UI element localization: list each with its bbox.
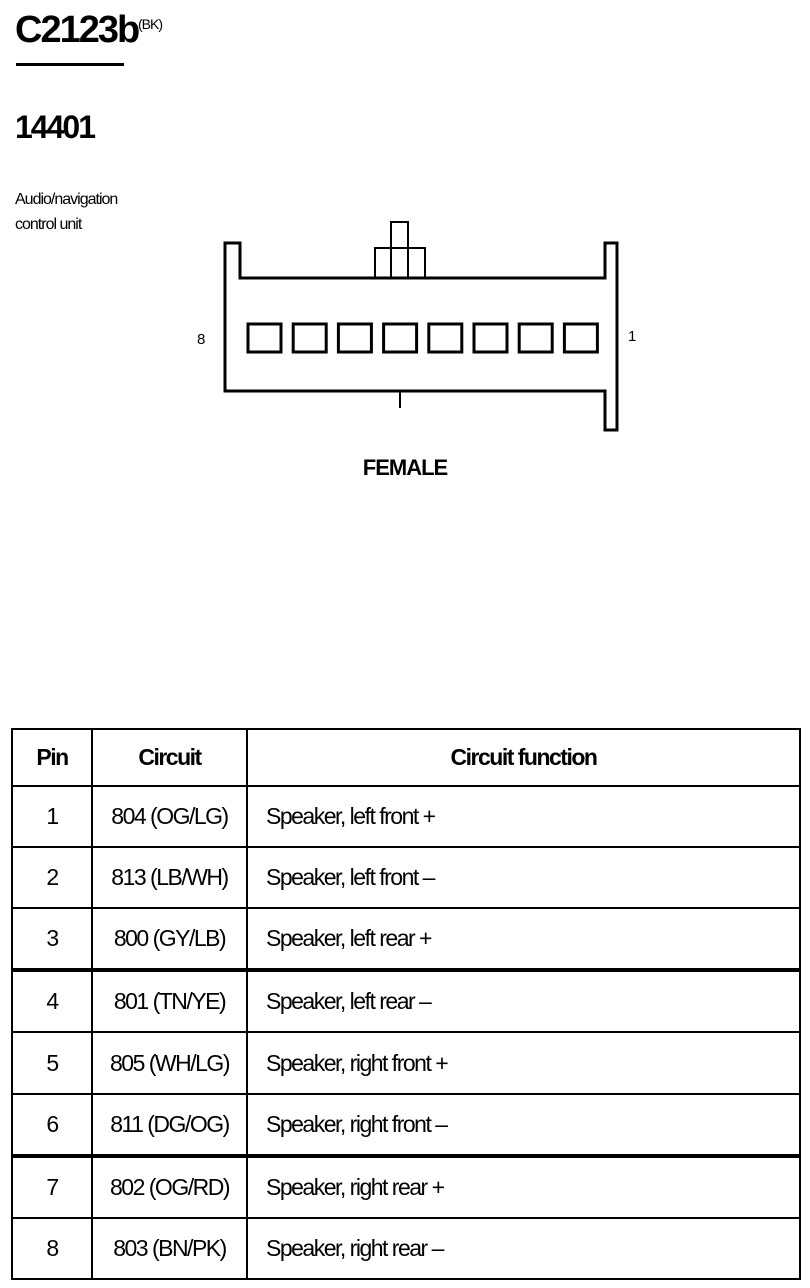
cell-function: Speaker, right rear + bbox=[246, 1153, 801, 1219]
cell-pin: 2 bbox=[11, 846, 93, 910]
cell-function: Speaker, left rear – bbox=[246, 968, 801, 1034]
component-name-line-1: Audio/navigation bbox=[15, 191, 118, 208]
connector-housing-outline bbox=[223, 241, 619, 432]
cell-pin: 1 bbox=[11, 784, 93, 849]
component-name: Audio/navigation control unit bbox=[15, 187, 155, 237]
table-row: 4 801 (TN/YE) Speaker, left rear – bbox=[11, 968, 801, 1034]
connector-face-diagram bbox=[223, 221, 619, 432]
cell-circuit: 804 (OG/LG) bbox=[91, 784, 248, 849]
pin-label-8: 8 bbox=[197, 331, 206, 348]
header-circuit-function: Circuit function bbox=[246, 728, 801, 787]
table-row: 3 800 (GY/LB) Speaker, left rear + bbox=[11, 907, 801, 972]
cell-circuit: 813 (LB/WH) bbox=[91, 846, 248, 910]
cell-circuit: 802 (OG/RD) bbox=[91, 1153, 248, 1219]
cell-circuit: 800 (GY/LB) bbox=[91, 907, 248, 972]
cell-circuit: 811 (DG/OG) bbox=[91, 1092, 248, 1157]
table-header-row: Pin Circuit Circuit function bbox=[11, 728, 801, 787]
cell-circuit: 801 (TN/YE) bbox=[91, 968, 248, 1034]
cell-function: Speaker, left front – bbox=[246, 846, 801, 910]
cell-circuit: 803 (BN/PK) bbox=[91, 1216, 248, 1281]
connector-gender-label: FEMALE bbox=[362, 455, 448, 480]
cell-pin: 8 bbox=[11, 1216, 93, 1281]
pin-cavity-6 bbox=[336, 322, 373, 354]
locking-tab bbox=[374, 221, 426, 279]
pin-cavity-8 bbox=[246, 322, 283, 354]
pin-cavity-4 bbox=[427, 322, 464, 354]
table-row: 6 811 (DG/OG) Speaker, right front – bbox=[11, 1092, 801, 1157]
pin-cavity-2 bbox=[517, 322, 554, 354]
pinout-table: Pin Circuit Circuit function 1 804 (OG/L… bbox=[11, 728, 801, 1281]
table-row: 5 805 (WH/LG) Speaker, right front + bbox=[11, 1031, 801, 1095]
cell-function: Speaker, left rear + bbox=[246, 907, 801, 972]
pin-cavity-7 bbox=[291, 322, 328, 354]
table-row: 1 804 (OG/LG) Speaker, left front + bbox=[11, 784, 801, 849]
header-pin: Pin bbox=[11, 728, 93, 787]
part-number: 14401 bbox=[15, 109, 96, 145]
table-row: 7 802 (OG/RD) Speaker, right rear + bbox=[11, 1153, 801, 1219]
cell-pin: 5 bbox=[11, 1031, 93, 1095]
cell-function: Speaker, right front + bbox=[246, 1031, 801, 1095]
header-circuit: Circuit bbox=[91, 728, 248, 787]
table-row: 2 813 (LB/WH) Speaker, left front – bbox=[11, 846, 801, 910]
component-name-line-2: control unit bbox=[15, 216, 82, 233]
connector-color: (BK) bbox=[138, 16, 163, 32]
pin-cavities bbox=[246, 322, 599, 354]
cell-function: Speaker, right front – bbox=[246, 1092, 801, 1157]
pin-cavity-1 bbox=[562, 322, 599, 354]
cell-pin: 4 bbox=[11, 968, 93, 1034]
pin-label-1: 1 bbox=[628, 328, 637, 345]
connector-id: C2123b bbox=[15, 9, 140, 51]
cell-function: Speaker, right rear – bbox=[246, 1216, 801, 1281]
title-underline bbox=[16, 63, 124, 66]
cell-function: Speaker, left front + bbox=[246, 784, 801, 849]
cell-circuit: 805 (WH/LG) bbox=[91, 1031, 248, 1095]
cell-pin: 6 bbox=[11, 1092, 93, 1157]
pin-cavity-3 bbox=[472, 322, 509, 354]
cell-pin: 7 bbox=[11, 1153, 93, 1219]
cell-pin: 3 bbox=[11, 907, 93, 972]
table-row: 8 803 (BN/PK) Speaker, right rear – bbox=[11, 1216, 801, 1281]
pin-cavity-5 bbox=[382, 322, 419, 354]
